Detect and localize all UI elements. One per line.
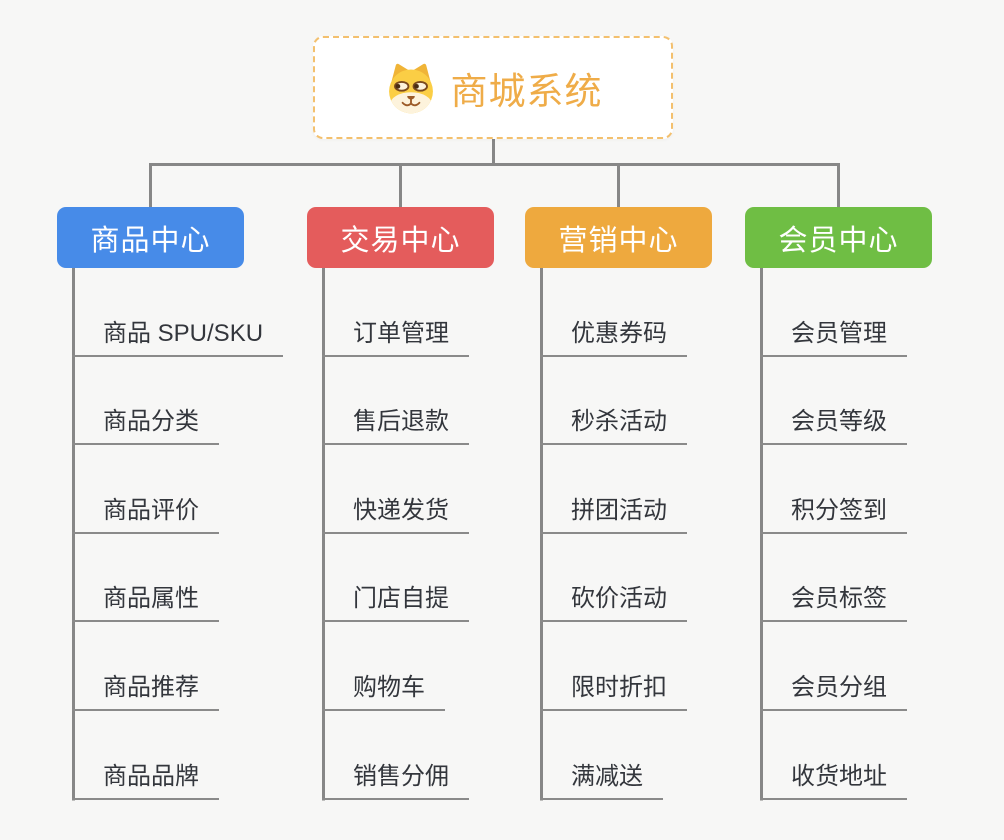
branch-items-trade-center: 订单管理 售后退款 快递发货 门店自提 购物车 销售分佣 [322, 268, 557, 800]
item-label: 订单管理 [353, 319, 449, 347]
branch-box-marketing-center[interactable]: 营销中心 [525, 207, 712, 268]
branch-items-member-center: 会员管理 会员等级 积分签到 会员标签 会员分组 收货地址 [760, 268, 995, 800]
mindmap-item[interactable]: 销售分佣 [322, 711, 469, 800]
item-label: 门店自提 [353, 585, 449, 613]
mindmap-item[interactable]: 会员标签 [760, 534, 907, 623]
branch-label: 商品中心 [90, 224, 211, 257]
item-label: 拼团活动 [571, 496, 667, 524]
item-label: 商品评价 [103, 496, 199, 524]
item-label: 砍价活动 [571, 585, 667, 613]
doge-icon [384, 61, 438, 115]
mindmap-item[interactable]: 优惠券码 [540, 268, 687, 357]
mindmap-item[interactable]: 商品分类 [72, 357, 219, 446]
branch-box-product-center[interactable]: 商品中心 [57, 207, 244, 268]
item-label: 商品分类 [103, 408, 199, 436]
mindmap-item[interactable]: 订单管理 [322, 268, 469, 357]
item-label: 会员等级 [791, 408, 887, 436]
item-label: 秒杀活动 [571, 408, 667, 436]
item-label: 快递发货 [353, 496, 449, 524]
branch-items-product-center: 商品 SPU/SKU 商品分类 商品评价 商品属性 商品推荐 商品品牌 [72, 268, 307, 800]
item-label: 满减送 [571, 762, 643, 790]
mindmap-item[interactable]: 购物车 [322, 622, 445, 711]
mindmap-item[interactable]: 售后退款 [322, 357, 469, 446]
mindmap-item[interactable]: 商品品牌 [72, 711, 219, 800]
item-label: 商品品牌 [103, 762, 199, 790]
item-label: 商品推荐 [103, 673, 199, 701]
item-label: 商品属性 [103, 585, 199, 613]
mindmap-item[interactable]: 拼团活动 [540, 445, 687, 534]
branch-label: 营销中心 [558, 224, 679, 257]
mindmap-item[interactable]: 商品属性 [72, 534, 219, 623]
item-label: 收货地址 [791, 762, 887, 790]
mindmap-item[interactable]: 积分签到 [760, 445, 907, 534]
branch-box-trade-center[interactable]: 交易中心 [307, 207, 494, 268]
item-label: 销售分佣 [353, 762, 449, 790]
item-label: 限时折扣 [571, 673, 667, 701]
mindmap-item[interactable]: 商品推荐 [72, 622, 219, 711]
mindmap-item[interactable]: 商品 SPU/SKU [72, 268, 284, 357]
item-label: 会员管理 [791, 319, 887, 347]
mindmap-item[interactable]: 商品评价 [72, 445, 219, 534]
branch-label: 交易中心 [340, 224, 461, 257]
item-label: 会员分组 [791, 673, 887, 701]
mindmap-item[interactable]: 快递发货 [322, 445, 469, 534]
item-label: 积分签到 [791, 496, 887, 524]
item-label: 购物车 [353, 673, 425, 701]
item-label: 商品 SPU/SKU [103, 319, 264, 347]
mindmap-item[interactable]: 会员管理 [760, 268, 907, 357]
mindmap-item[interactable]: 会员分组 [760, 622, 907, 711]
branch-items-marketing-center: 优惠券码 秒杀活动 拼团活动 砍价活动 限时折扣 满减送 [540, 268, 775, 800]
branch-label: 会员中心 [778, 224, 899, 257]
mindmap-item[interactable]: 收货地址 [760, 711, 907, 800]
item-label: 优惠券码 [571, 319, 667, 347]
mindmap-item[interactable]: 限时折扣 [540, 622, 687, 711]
branch-box-member-center[interactable]: 会员中心 [745, 207, 932, 268]
root-title: 商城系统 [450, 70, 603, 112]
mindmap-item[interactable]: 秒杀活动 [540, 357, 687, 446]
mindmap-item[interactable]: 满减送 [540, 711, 663, 800]
mindmap-item[interactable]: 会员等级 [760, 357, 907, 446]
root-node[interactable]: 商城系统 [313, 36, 673, 139]
item-label: 会员标签 [791, 585, 887, 613]
mindmap-item[interactable]: 门店自提 [322, 534, 469, 623]
mindmap-item[interactable]: 砍价活动 [540, 534, 687, 623]
item-label: 售后退款 [353, 408, 449, 436]
